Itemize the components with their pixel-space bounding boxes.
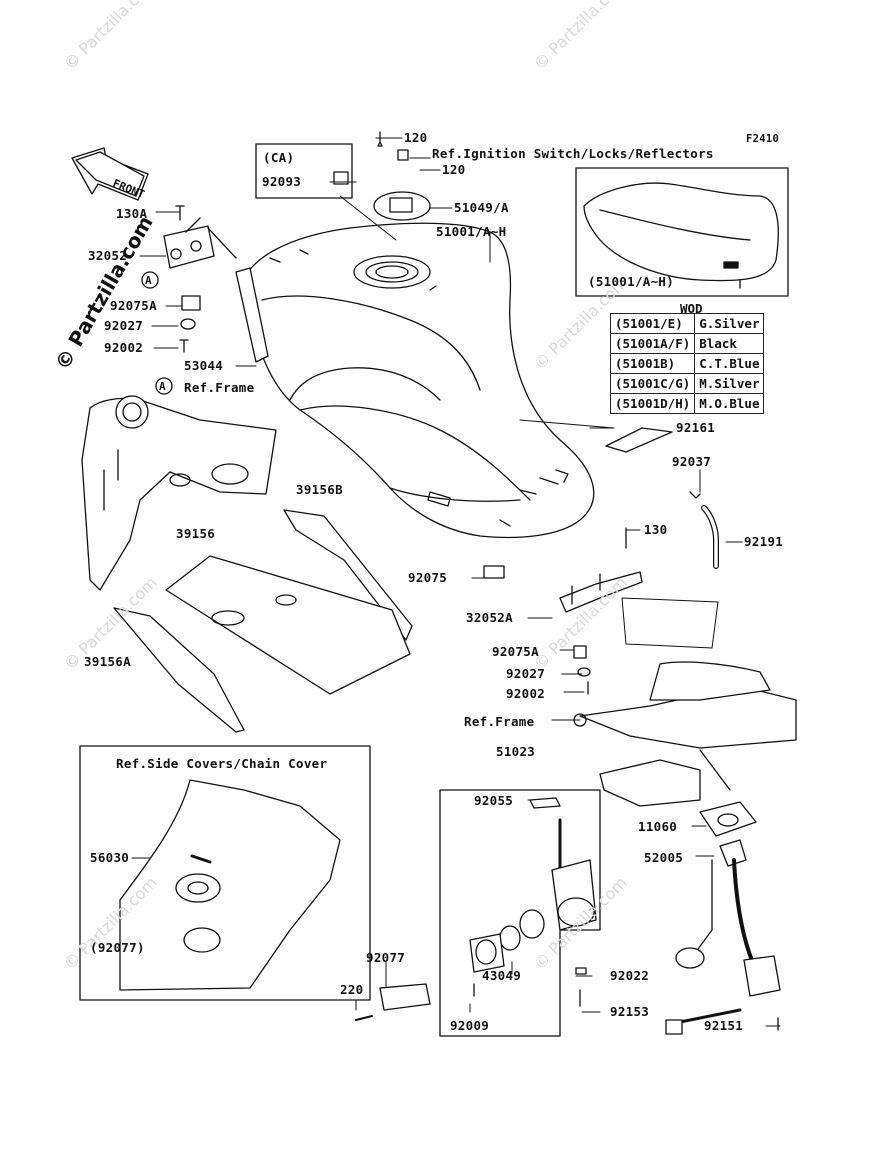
frame-right — [573, 661, 797, 807]
label-92002-bottom: 92002 — [506, 686, 546, 701]
fuel-cock-assembly — [439, 789, 601, 1037]
label-39156: 39156 — [176, 526, 216, 541]
fuel-cap — [373, 131, 431, 221]
label-39156a: 39156A — [84, 654, 131, 669]
label-120-top: 120 — [404, 130, 428, 145]
label-ref-frame-top: Ref.Frame — [184, 380, 255, 395]
label-51001: 51001/A~H — [436, 224, 507, 239]
label-39156b: 39156B — [296, 482, 343, 497]
ca-box — [255, 143, 353, 199]
upper-left-parts — [163, 205, 237, 353]
callout-a: A — [159, 380, 166, 393]
wod-color: Black — [694, 333, 765, 354]
label-51023: 51023 — [496, 744, 536, 759]
label-ref-frame-bottom: Ref.Frame — [464, 714, 535, 729]
label-130a: 130A — [116, 206, 148, 221]
wod-code: (51001/E) — [609, 313, 696, 334]
bracket-32052a — [559, 527, 643, 695]
label-32052: 32052 — [88, 248, 128, 263]
fuel-pump — [665, 801, 781, 1035]
label-220: 220 — [340, 982, 364, 997]
label-92075a-top: 92075A — [110, 298, 157, 313]
label-130: 130 — [644, 522, 668, 537]
wod-code: (51001D/H) — [609, 393, 696, 414]
side-cover-inset — [79, 745, 371, 1001]
label-92153: 92153 — [610, 1004, 650, 1019]
label-43049: 43049 — [482, 968, 522, 983]
label-92075a-bottom: 92075A — [492, 644, 539, 659]
table-row: (51001C/G) M.Silver — [609, 373, 765, 394]
pad-39156a — [113, 607, 245, 733]
label-92002-top: 92002 — [104, 340, 144, 355]
wod-color-table: (51001/E) G.Silver (51001A/F) Black (510… — [609, 313, 765, 414]
fuel-tank — [239, 222, 595, 539]
label-92009: 92009 — [450, 1018, 490, 1033]
label-51001-inset: (51001/A~H) — [588, 274, 675, 289]
label-92077: 92077 — [366, 950, 406, 965]
wod-color: M.Silver — [694, 373, 765, 394]
part-53044 — [235, 267, 269, 363]
label-53044: 53044 — [184, 358, 224, 373]
callout-circle-a-top — [141, 271, 159, 289]
inset-tank — [575, 167, 789, 297]
label-92022: 92022 — [610, 968, 650, 983]
label-92093: 92093 — [262, 174, 302, 189]
wod-title: WOD — [680, 301, 703, 316]
label-ca: (CA) — [263, 150, 295, 165]
callout-circle-a — [155, 377, 173, 395]
label-ref-ignition: Ref.Ignition Switch/Locks/Reflectors — [432, 146, 714, 161]
pad-39156b — [283, 509, 413, 641]
lever-92077 — [379, 983, 431, 1011]
label-92151: 92151 — [704, 1018, 744, 1033]
label-92027-top: 92027 — [104, 318, 144, 333]
label-120: 120 — [442, 162, 466, 177]
table-row: (51001D/H) M.O.Blue — [609, 393, 765, 414]
wod-code: (51001C/G) — [609, 373, 696, 394]
figure-code: F2410 — [746, 133, 780, 145]
wod-code: (51001B) — [609, 353, 696, 374]
callout-a-top: A — [145, 274, 152, 287]
label-52005: 52005 — [644, 850, 684, 865]
label-ref-side-covers: Ref.Side Covers/Chain Cover — [116, 756, 328, 771]
label-92027-bottom: 92027 — [506, 666, 546, 681]
part-92075 — [483, 565, 505, 579]
label-92161: 92161 — [676, 420, 716, 435]
table-row: (51001A/F) Black — [609, 333, 765, 354]
wod-code: (51001A/F) — [609, 333, 696, 354]
front-arrow-icon — [71, 147, 149, 201]
label-92055: 92055 — [474, 793, 514, 808]
label-51049: 51049/A — [454, 200, 509, 215]
wod-color: C.T.Blue — [694, 353, 765, 374]
label-92037: 92037 — [672, 454, 712, 469]
table-row: (51001/E) G.Silver — [609, 313, 765, 334]
pad-39156 — [165, 555, 411, 695]
label-56030: 56030 — [90, 850, 130, 865]
part-92161 — [605, 427, 673, 453]
label-32052a: 32052A — [466, 610, 513, 625]
label-92077-paren: (92077) — [90, 940, 145, 955]
wod-color: G.Silver — [694, 313, 765, 334]
table-row: (51001B) C.T.Blue — [609, 353, 765, 374]
label-92191: 92191 — [744, 534, 784, 549]
label-11060: 11060 — [638, 819, 678, 834]
label-92075: 92075 — [408, 570, 448, 585]
wod-color: M.O.Blue — [694, 393, 765, 414]
frame-left — [81, 395, 277, 591]
